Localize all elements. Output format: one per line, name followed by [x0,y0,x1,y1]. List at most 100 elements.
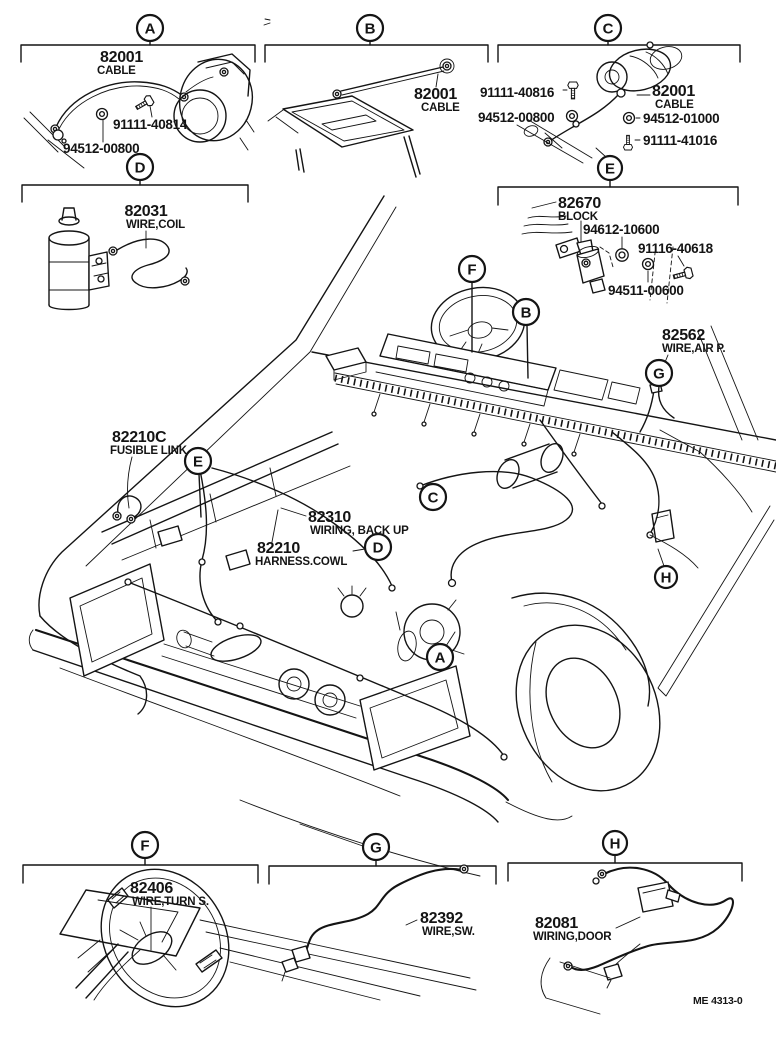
section-c-letter: C [603,21,614,38]
bay-callout-d-letter: D [373,540,384,557]
bay-callout-f-circle [457,254,487,284]
cowl-harness-number: 82210 [257,540,300,557]
battery-cable-art [23,76,214,169]
bay-callout-g-letter: G [653,366,665,383]
engine-mount-art [516,118,617,167]
section-e-letter: E [605,161,615,178]
coil-wire-art [108,238,190,289]
bolt-lower-part-number: 91111-41016 [643,133,718,148]
cable-part-name: CABLE [655,99,694,111]
ignition-coil-art [48,207,110,311]
drawing-code: ME 4313-0 [693,995,743,1007]
bay-callout-b-circle [511,297,541,327]
wire-part-number: 82406 [130,880,173,897]
backup-wiring-number: 82310 [308,509,351,526]
wire-part-name: WIRING,DOOR [533,931,612,943]
air-pump-wire-number: 82562 [662,327,705,344]
bay-callout-a-circle [425,642,455,672]
block-art [555,220,614,294]
section-a: A 82001 CABLE 91111-40814 94512-00800 [20,13,256,169]
bolt-icon [133,93,156,114]
section-f-letter: F [140,838,149,855]
bolt-icon [671,265,695,284]
air-pump-wire-name: WIRE,AIR P. [662,343,725,355]
section-d-letter: D [135,160,146,177]
bolt-upper-part-number: 91111-40816 [480,85,555,100]
wire-part-number: 82081 [535,915,578,932]
fusible-link-number: 82210C [112,429,167,446]
label-leaders [562,89,651,141]
block-part-name: BLOCK [558,211,599,223]
block-part-number: 82670 [558,195,601,212]
wire-part-name: WIRE,TURN S. [132,896,209,908]
nut-part-number: 94512-00800 [63,141,139,156]
cable-part-number: 82001 [414,86,457,103]
cowl-harness-band [334,372,776,473]
bolt-part-number: 91111-40814 [113,117,188,132]
nut-icon [641,257,655,271]
section-h: H 82081 WIRING,DOOR [507,829,743,1015]
alternator-art [173,53,255,151]
section-b-bracket [264,44,489,63]
nut-upper-icon [565,109,579,123]
air-pump-wire-label: 82562 WIRE,AIR P. [655,327,726,385]
bay-callout-g-circle [644,358,674,388]
switch-wire-art [281,864,469,982]
bay-callout-h-letter: H [661,570,672,587]
label-leaders [621,236,685,283]
bay-callout-h-circle [653,564,679,590]
bay-structure-art [69,347,675,771]
cowl-harness-label: 82210 HARNESS.COWL [255,509,348,568]
wire-part-number: 82031 [125,203,168,220]
wire-part-name: WIRE,COIL [126,219,185,231]
section-g-letter: G [370,840,382,857]
cable-part-name: CABLE [97,65,136,77]
section-h-bracket [507,862,743,882]
nut-part-number: 94511-00600 [608,283,684,298]
print-artifact [263,18,271,26]
wire-part-name: WIRE,SW. [422,926,475,938]
engine-bay-illustration: 82562 WIRE,AIR P. 82210C FUSIBLE LINK 82… [28,195,776,877]
section-h-letter: H [610,836,621,853]
bay-callout-c-letter: C [428,490,439,507]
bay-callout-c-circle [418,482,448,512]
battery-tray-art [267,95,421,178]
cowl-dash-art [375,286,641,407]
callout-a-leader [445,631,456,647]
cable-part-number: 82001 [652,83,695,100]
bay-callouts: F B G E C D A H [183,254,679,672]
ground-cable-art [332,58,455,99]
nut-lower-part-number: 94512-01000 [643,111,719,126]
callout-h-leader [657,548,665,567]
washer-part-number: 94612-10600 [583,222,659,237]
fusible-link-name: FUSIBLE LINK [110,445,188,457]
section-e: E 82670 BLOCK 94612-10600 91116-40618 94… [497,154,739,298]
bay-callout-d-circle [363,532,393,562]
callout-e-leader [198,473,202,518]
nut-upper-part-number: 94512-00800 [478,110,554,125]
section-g: G 82392 WIRE,SW. [59,832,497,1001]
bay-callout-f-letter: F [467,262,476,279]
cowl-harness-name: HARNESS.COWL [255,556,347,568]
bolt-part-number: 91116-40618 [638,241,714,256]
bay-callout-a-letter: A [435,650,446,667]
label-leader [405,919,418,926]
backup-wiring-label: 82310 WIRING, BACK UP [280,507,409,537]
section-d-bracket [21,184,249,203]
starter-cable-art [543,88,626,147]
section-g-bracket [268,865,497,885]
bay-callout-e-letter: E [193,454,203,471]
section-f: F 82406 WIRE,TURN S. [22,830,259,1008]
section-b: B 82001 CABLE [264,13,489,178]
fusible-link-label: 82210C FUSIBLE LINK [110,429,188,509]
nut-lower-icon [622,111,636,125]
label-leader [435,73,439,88]
wiring-harness-art [112,382,699,761]
callout-g-leader [657,385,675,419]
starter-art [596,41,683,93]
fender-lines-art [521,201,573,235]
callout-d-leader [352,548,366,552]
bolt-upper-icon [567,81,579,100]
